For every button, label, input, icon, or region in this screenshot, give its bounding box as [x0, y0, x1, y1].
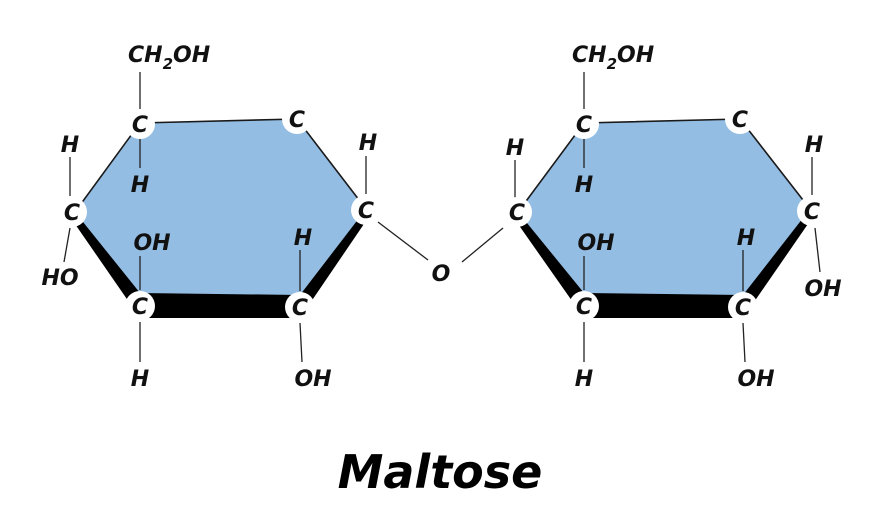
hydrogen-label: H [131, 367, 149, 392]
carbon-node: C [282, 104, 312, 134]
hydroxyl-label: OH [804, 277, 841, 302]
left-ring-front-bond [75, 209, 366, 318]
hydrogen-label: H [359, 131, 377, 156]
hydrogen-label: H [575, 367, 593, 392]
hydroxyl-label: OH [294, 367, 331, 392]
right-ring-labels: CH2OH H H OH H H OH H OH [506, 43, 842, 392]
carbon-label: C [804, 200, 820, 225]
hydrogen-label: H [575, 173, 593, 198]
right-ring-bonds [461, 72, 821, 363]
hydrogen-label: H [805, 133, 823, 158]
carbon-label: C [509, 201, 525, 226]
carbon-node: C [725, 104, 755, 134]
carbon-label: C [732, 108, 748, 133]
left-glucose-ring [74, 118, 367, 318]
hydroxyl-label: OH [737, 367, 774, 392]
left-ring-carbons: C C C C C C [57, 104, 381, 322]
carbon-label: C [132, 113, 148, 138]
right-ch2oh-label: CH2OH [572, 43, 654, 73]
left-ring-bonds [63, 72, 429, 363]
hydroxyl-label: OH [133, 231, 170, 256]
hydrogen-label: H [294, 226, 312, 251]
carbon-label: C [576, 113, 592, 138]
hydrogen-label: H [131, 173, 149, 198]
carbon-node: C [285, 292, 315, 322]
carbon-label: C [132, 295, 148, 320]
hydrogen-label: H [737, 226, 755, 251]
carbon-label: C [735, 296, 751, 321]
carbon-node: C [125, 109, 155, 139]
carbon-label: C [64, 201, 80, 226]
carbon-node: C [351, 195, 381, 225]
carbon-label: C [289, 108, 305, 133]
carbon-label: C [292, 296, 308, 321]
right-glucose-ring [517, 118, 811, 318]
carbon-node: C [797, 196, 827, 226]
hydrogen-label: H [506, 136, 524, 161]
hydroxyl-label: HO [41, 266, 78, 291]
carbon-node: C [728, 292, 758, 322]
carbon-node: C [125, 291, 155, 321]
carbon-label: C [358, 199, 374, 224]
right-ring-carbons: C C C C C C [502, 104, 827, 322]
hydroxyl-label: OH [577, 231, 614, 256]
carbon-label: C [576, 295, 592, 320]
hydrogen-label: H [61, 133, 79, 158]
carbon-node: C [569, 109, 599, 139]
diagram-title: Maltose [338, 445, 543, 499]
left-ring-labels: CH2OH H H HO OH H H OH H [41, 43, 377, 392]
carbon-node: C [569, 291, 599, 321]
glycosidic-oxygen-label: O [432, 262, 451, 287]
carbon-node: C [502, 197, 532, 227]
left-ch2oh-label: CH2OH [128, 43, 210, 73]
right-ring-front-bond [518, 209, 810, 318]
carbon-node: C [57, 197, 87, 227]
